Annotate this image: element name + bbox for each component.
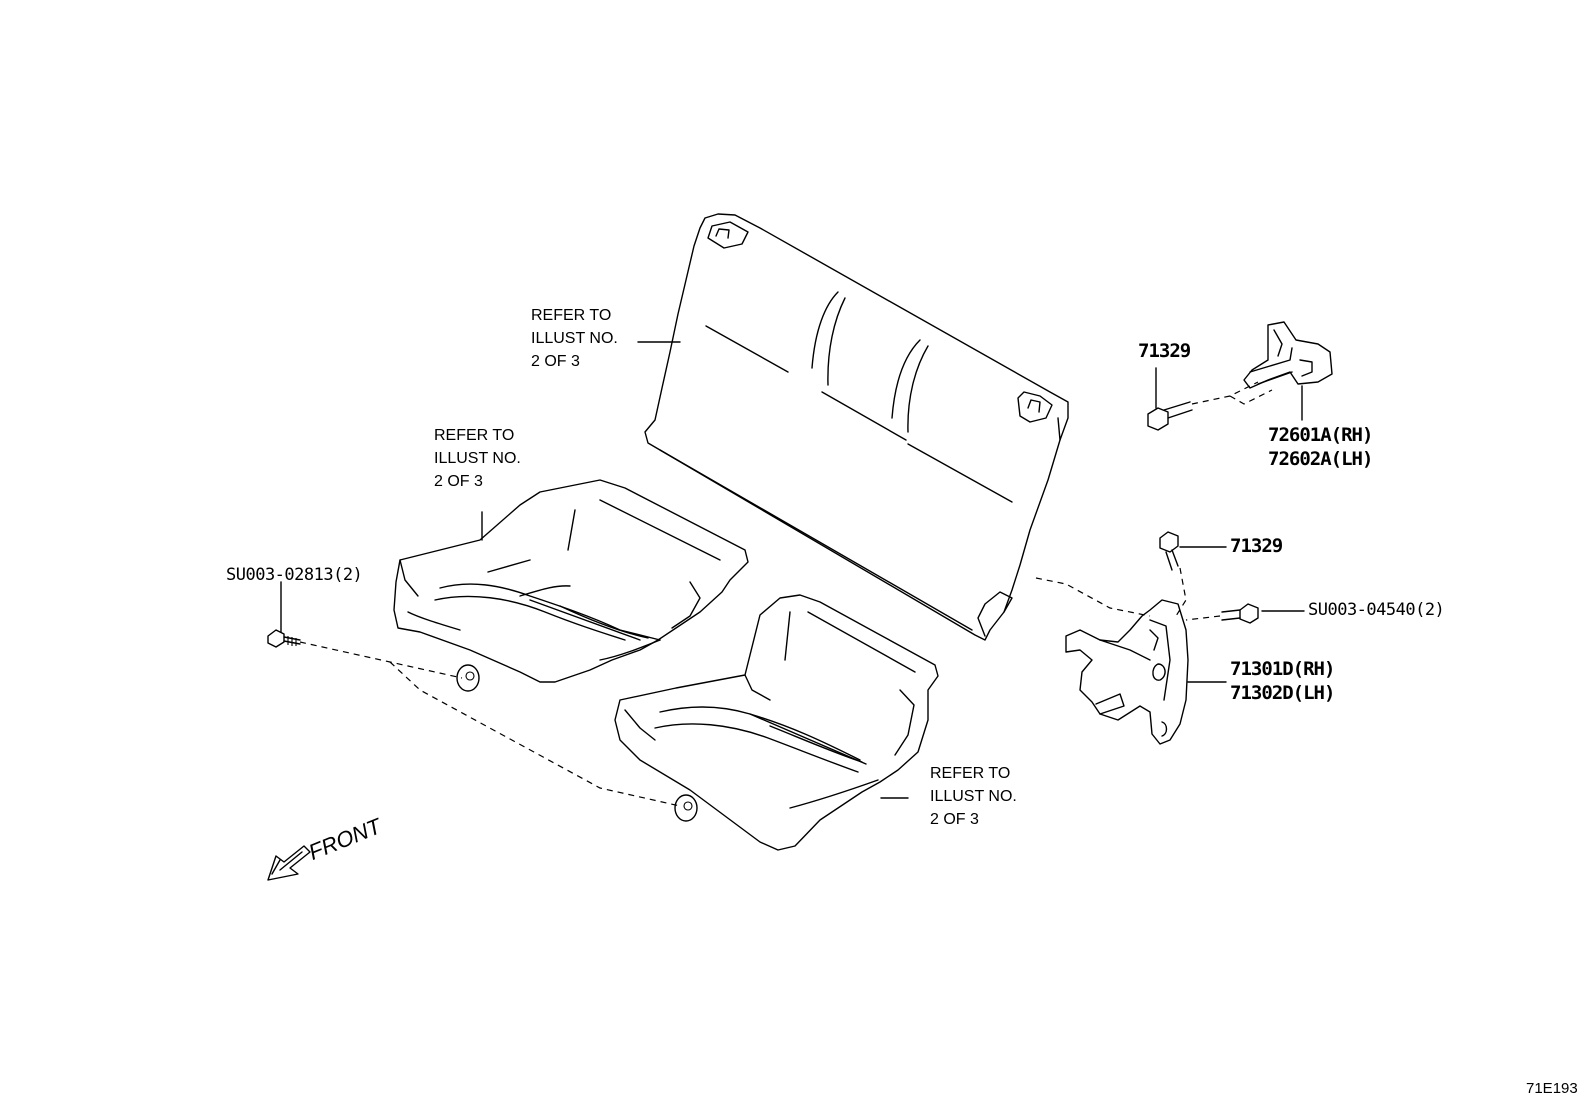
- retainer-clip-b: [674, 794, 698, 822]
- part-number-71329-top: 71329: [1138, 340, 1191, 362]
- illustration-code: 71E193: [1526, 1080, 1578, 1097]
- seat-cushion-right: [614, 594, 939, 851]
- refer-line-2: ILLUST NO.: [930, 788, 1017, 805]
- seat-back: [644, 213, 1069, 641]
- assembly-dashes: [299, 381, 1273, 807]
- part-number-72601a-rh: 72601A(RH): [1268, 424, 1373, 446]
- part-number-71302d-lh: 71302D(LH): [1230, 682, 1335, 704]
- refer-line-1: REFER TO: [531, 307, 612, 324]
- seat-hinge: [1065, 599, 1189, 745]
- refer-line-3: 2 OF 3: [531, 353, 580, 370]
- seat-back-bracket: [1243, 321, 1333, 389]
- front-arrow: [267, 845, 311, 881]
- part-number-su003-04540: SU003-04540(2): [1308, 600, 1445, 620]
- refer-line-3: 2 OF 3: [930, 811, 979, 828]
- refer-line-3: 2 OF 3: [434, 473, 483, 490]
- refer-line-2: ILLUST NO.: [531, 330, 618, 347]
- refer-callout-left-cushion: REFER TO ILLUST NO. 2 OF 3: [434, 424, 521, 493]
- retainer-clip-a: [456, 664, 480, 692]
- refer-line-2: ILLUST NO.: [434, 450, 521, 467]
- bolt-71329-mid: [1159, 531, 1179, 571]
- refer-callout-seat-back: REFER TO ILLUST NO. 2 OF 3: [531, 304, 618, 373]
- bolt-su003-02813: [267, 629, 301, 648]
- part-number-72602a-lh: 72602A(LH): [1268, 448, 1373, 470]
- bolt-71329-top: [1147, 401, 1193, 431]
- part-number-71301d-rh: 71301D(RH): [1230, 658, 1335, 680]
- part-number-71329-mid: 71329: [1230, 535, 1283, 557]
- bolt-su003-04540: [1221, 603, 1259, 624]
- leader-lines: [280, 341, 1305, 799]
- refer-line-1: REFER TO: [930, 765, 1011, 782]
- refer-line-1: REFER TO: [434, 427, 515, 444]
- refer-callout-right-cushion: REFER TO ILLUST NO. 2 OF 3: [930, 762, 1017, 831]
- seat-cushion-left: [393, 479, 749, 683]
- part-number-su003-02813: SU003-02813(2): [226, 565, 363, 585]
